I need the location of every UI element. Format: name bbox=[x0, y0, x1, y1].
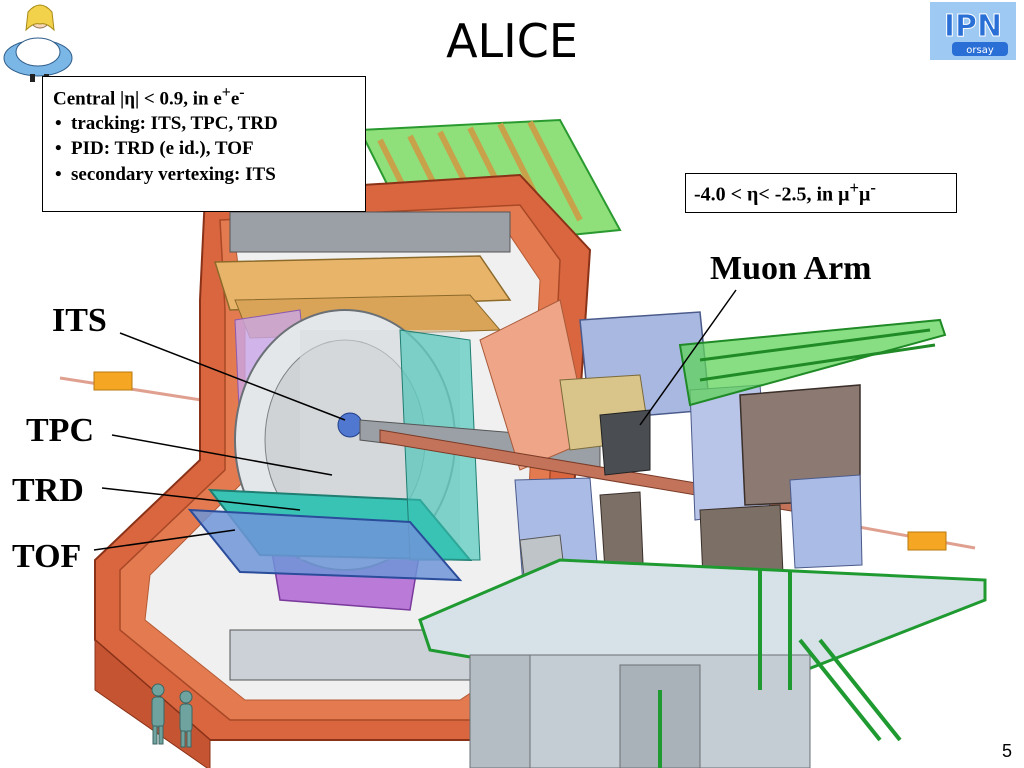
green-stairs bbox=[658, 570, 902, 768]
label-muon-arm: Muon Arm bbox=[710, 250, 872, 287]
beam-magnet-right bbox=[907, 531, 947, 551]
muon-arm-leader-line bbox=[639, 289, 737, 426]
central-heading-sup-minus: - bbox=[239, 84, 245, 101]
central-heading-e: e bbox=[230, 88, 240, 110]
its-detector bbox=[337, 412, 363, 438]
page-number: 5 bbox=[1001, 741, 1012, 761]
beam-magnet-left bbox=[93, 371, 133, 391]
label-its: ITS bbox=[52, 302, 107, 339]
label-tof: TOF bbox=[12, 538, 82, 575]
bullet-tracking: tracking: ITS, TPC, TRD bbox=[55, 111, 355, 136]
central-heading-text: Central |η| < 0.9, in e bbox=[53, 88, 222, 110]
bullet-pid: PID: TRD (e id.), TOF bbox=[55, 136, 355, 161]
muon-green-rails bbox=[678, 318, 947, 407]
central-heading-sup-plus: + bbox=[221, 84, 231, 101]
tof-modules bbox=[187, 508, 463, 582]
muon-sup-minus: - bbox=[870, 178, 876, 197]
central-bullet-list: tracking: ITS, TPC, TRD PID: TRD (e id.)… bbox=[53, 111, 355, 186]
slide-title: ALICE bbox=[446, 14, 578, 68]
muon-mu: μ bbox=[859, 183, 871, 206]
alice-cartoon-icon bbox=[3, 4, 73, 82]
trd-leader-line bbox=[101, 487, 301, 511]
bullet-vertexing: secondary vertexing: ITS bbox=[55, 162, 355, 187]
central-coverage-box: Central |η| < 0.9, in e+e- tracking: ITS… bbox=[42, 76, 366, 212]
logo-subtext: orsay bbox=[966, 45, 994, 56]
logo-text: IPN bbox=[944, 9, 1002, 44]
human-figures bbox=[151, 683, 193, 748]
ipn-orsay-logo: IPN orsay bbox=[930, 2, 1016, 60]
tpc-leader-line bbox=[111, 434, 333, 476]
central-coverage-heading: Central |η| < 0.9, in e+e- bbox=[53, 83, 355, 111]
its-leader-line bbox=[119, 332, 346, 421]
label-tpc: TPC bbox=[26, 412, 94, 449]
tof-leader-line bbox=[93, 529, 236, 551]
muon-sup-plus: + bbox=[849, 178, 860, 197]
platform bbox=[418, 558, 987, 768]
muon-range-text: -4.0 < η< -2.5, in μ bbox=[694, 183, 850, 206]
label-trd: TRD bbox=[12, 472, 84, 509]
muon-coverage-box: -4.0 < η< -2.5, in μ+μ- bbox=[685, 173, 957, 213]
